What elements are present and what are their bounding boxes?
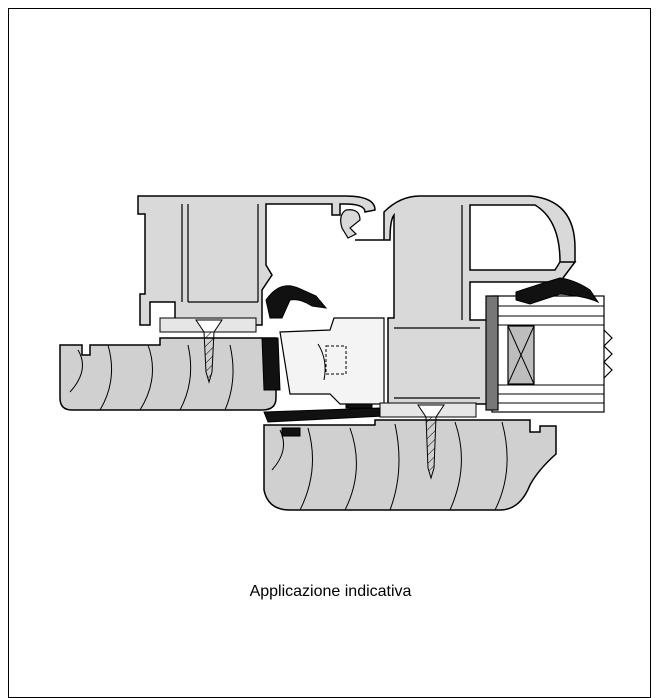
drawing-caption: Applicazione indicativa xyxy=(249,583,412,600)
screw-right xyxy=(379,402,477,480)
right-wood-frame xyxy=(263,419,557,511)
left-aluminium-profile xyxy=(137,195,376,326)
glazing-unit xyxy=(485,295,613,413)
right-aluminium-profile xyxy=(355,195,577,405)
thermal-break-profile xyxy=(279,317,385,405)
left-wood-frame xyxy=(59,337,277,411)
screw-left xyxy=(159,317,257,384)
